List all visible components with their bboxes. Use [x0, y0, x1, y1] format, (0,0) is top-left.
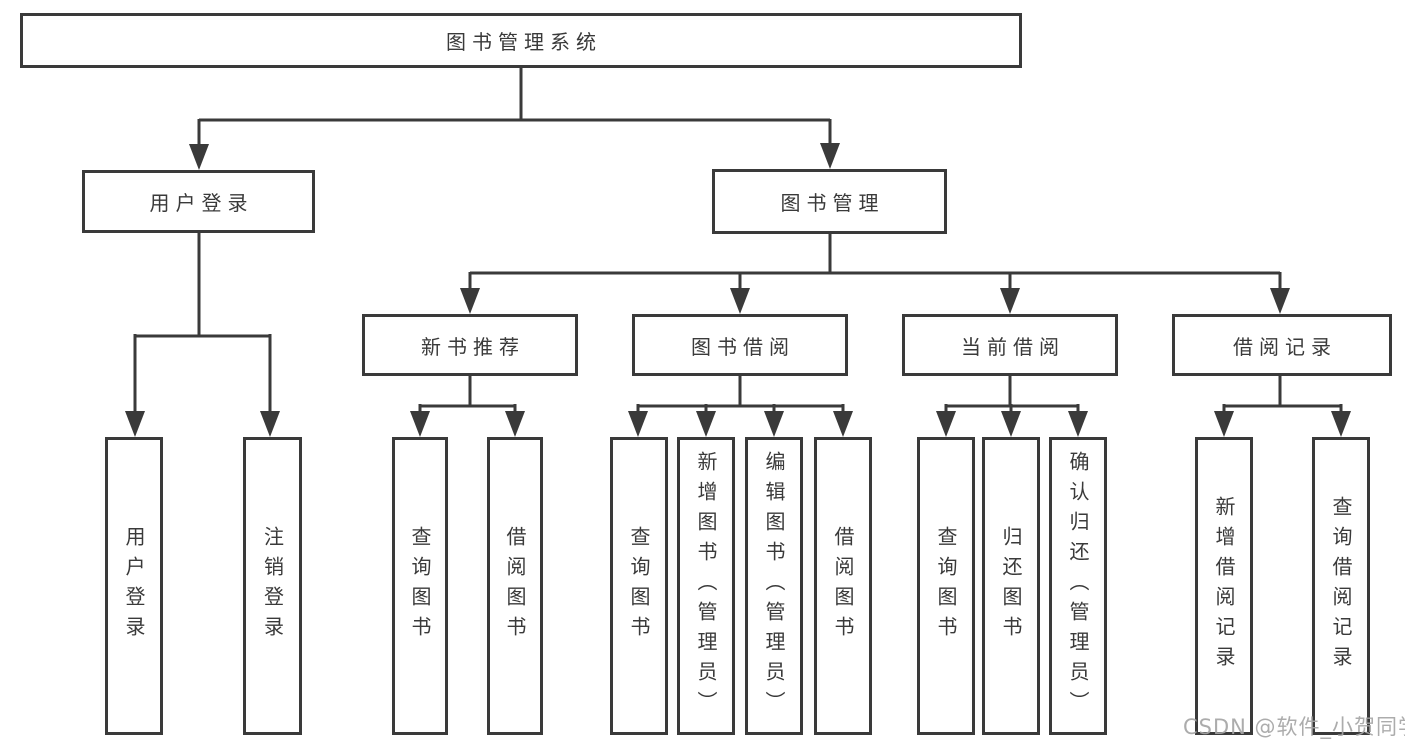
- node-leaf-borrow-books: 借阅图书: [814, 437, 872, 735]
- watermark-text: CSDN @软件_小贺同学: [1183, 715, 1405, 739]
- node-leaf-add-borrow-record: 新增借阅记录: [1195, 437, 1253, 735]
- node-root-library-system: 图书管理系统: [20, 13, 1022, 68]
- node-leaf-logout: 注销登录: [243, 437, 302, 735]
- node-book-management: 图书管理: [712, 169, 947, 234]
- node-user-login: 用户登录: [82, 170, 315, 233]
- node-leaf-edit-book-admin: 编辑图书（管理员）: [745, 437, 803, 735]
- node-leaf-query-books-current: 查询图书: [917, 437, 975, 735]
- node-borrow-records: 借阅记录: [1172, 314, 1392, 376]
- node-new-book-recommend: 新书推荐: [362, 314, 578, 376]
- node-leaf-confirm-return-admin: 确认归还（管理员）: [1049, 437, 1107, 735]
- node-leaf-borrow-books-recommend: 借阅图书: [487, 437, 543, 735]
- node-leaf-query-books-recommend: 查询图书: [392, 437, 448, 735]
- node-book-borrow: 图书借阅: [632, 314, 848, 376]
- node-leaf-query-borrow-record: 查询借阅记录: [1312, 437, 1370, 735]
- node-leaf-user-login: 用户登录: [105, 437, 163, 735]
- node-leaf-return-book: 归还图书: [982, 437, 1040, 735]
- node-leaf-query-books-borrow: 查询图书: [610, 437, 668, 735]
- node-leaf-add-book-admin: 新增图书（管理员）: [677, 437, 735, 735]
- node-current-borrow: 当前借阅: [902, 314, 1118, 376]
